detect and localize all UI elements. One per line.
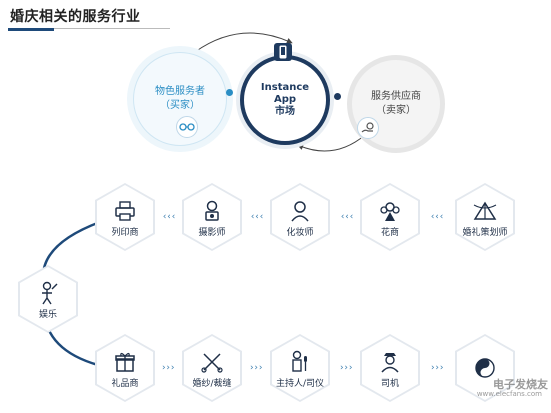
watermark-url: www.elecfans.com: [476, 390, 542, 398]
flow-arrows: ›››: [249, 363, 263, 373]
app-market-node: Instance App 市场: [240, 55, 330, 145]
watermark-text: 电子发烧友: [493, 378, 548, 391]
app-label-line3: 市场: [275, 106, 295, 117]
page-title: 婚庆相关的服务行业: [10, 9, 141, 25]
hex-label: 主持人/司仪: [275, 378, 325, 389]
hex-label: 婚礼策划师: [462, 227, 508, 238]
seller-node: 服务供应商 （卖家）: [347, 55, 445, 153]
dress-icon: [201, 352, 223, 373]
title-underline-accent: [8, 28, 54, 31]
hex-label: 礼品商: [111, 378, 139, 389]
hex-dress-tailor: 婚纱/裁缝: [182, 334, 242, 402]
seller-label-line2: （卖家）: [376, 105, 416, 116]
hex-entertainment: 娱乐: [18, 265, 78, 333]
hand-coin-icon: [357, 117, 379, 139]
hex-label: 列印商: [111, 227, 139, 238]
hex-host-mc: 主持人/司仪: [270, 334, 330, 402]
connector-dot: [226, 89, 233, 96]
host-icon: [292, 350, 307, 372]
connector-dot: [334, 93, 341, 100]
makeup-artist-icon: [291, 200, 309, 221]
flow-arrows: ›››: [339, 363, 353, 373]
hex-label: 化妆师: [286, 227, 314, 238]
photographer-icon: [205, 200, 219, 221]
app-label-line2: App: [273, 94, 297, 105]
entertainer-icon: [42, 281, 58, 304]
driver-icon: [381, 352, 399, 373]
hex-label: 娱乐: [38, 309, 57, 320]
flow-arrows: ‹‹‹: [430, 212, 444, 222]
hex-driver: 司机: [360, 334, 420, 402]
hex-label: 婚纱/裁缝: [192, 378, 232, 389]
seller-label-line1: 服务供应商: [371, 91, 421, 102]
flow-arrows: ‹‹‹: [162, 212, 176, 222]
hex-label: 花商: [380, 227, 399, 238]
watermark: 电子发烧友 www.elecfans.com: [438, 364, 548, 404]
glasses-icon: [176, 116, 198, 138]
flow-arrows: ›››: [430, 363, 444, 373]
buyer-label-line1: 物色服务者: [155, 86, 205, 97]
phone-icon: [274, 43, 292, 61]
hex-label: 司机: [380, 378, 399, 389]
buyer-label-line2: （买家）: [160, 100, 200, 111]
yin-yang-icon: [475, 358, 495, 378]
printer-icon: [115, 200, 135, 221]
hex-last: [455, 334, 515, 402]
title-underline: [8, 28, 170, 29]
hex-label: 摄影师: [198, 227, 226, 238]
app-label-line1: Instance: [260, 82, 310, 93]
flow-arrow-top: [194, 32, 293, 53]
flow-arrows: ‹‹‹: [250, 212, 264, 222]
hex-photographer: 摄影师: [182, 183, 242, 251]
flow-arrows: ‹‹‹: [340, 212, 354, 222]
flow-arrows: ›››: [161, 363, 175, 373]
hex-gifts: 礼品商: [95, 334, 155, 402]
gift-icon: [115, 352, 135, 372]
tent-icon: [473, 201, 497, 220]
flow-arrow-bottom: [297, 134, 366, 152]
flower-icon: [380, 201, 400, 221]
buyer-node: 物色服务者 （买家）: [133, 52, 227, 146]
